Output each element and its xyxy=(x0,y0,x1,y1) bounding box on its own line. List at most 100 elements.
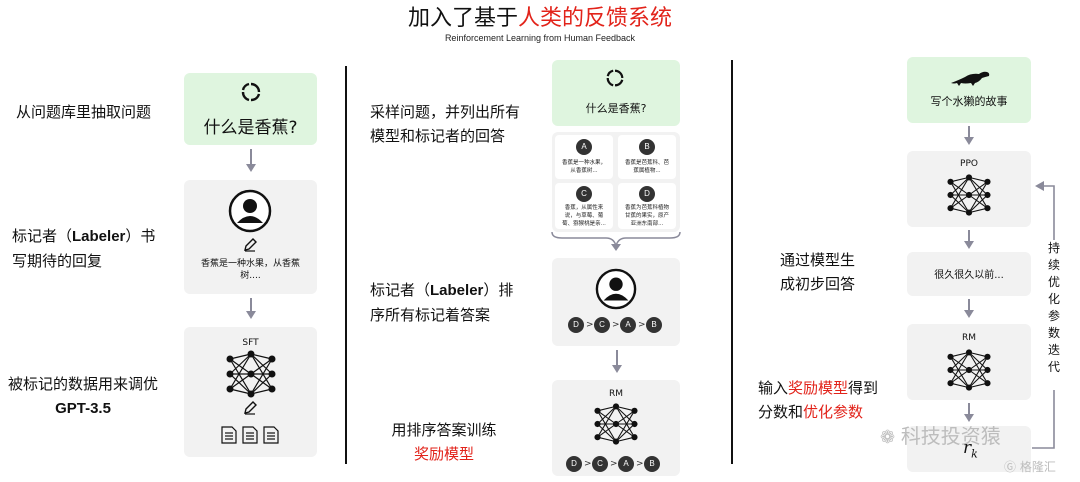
rm-label: RM xyxy=(608,389,624,399)
rank-letter: A xyxy=(620,317,636,333)
loop-char: 优 xyxy=(1047,275,1060,289)
diagram-title: 加入了基于人类的反馈系统 xyxy=(0,6,1080,32)
step1-label-sample: 从问题库里抽取问题 xyxy=(16,103,152,121)
loop-char: 持 xyxy=(1047,241,1060,255)
arrow-head xyxy=(964,137,974,145)
step1-question: 什么是香蕉? xyxy=(203,118,298,138)
step2-question-box: 什么是香蕉? xyxy=(552,60,680,126)
option-letter: A xyxy=(576,139,592,155)
arrow-head xyxy=(246,164,256,172)
step3-answer: 很久很久以前... xyxy=(934,270,1004,281)
option-letter: B xyxy=(639,139,655,155)
rank-gt: > xyxy=(636,459,644,469)
refresh-icon xyxy=(606,69,624,87)
rank-letter: C xyxy=(592,456,608,472)
step3-label-reward: 输入奖励模型得到 分数和优化参数 xyxy=(758,379,879,421)
reward-symbol: rk xyxy=(963,438,978,461)
watermark-secondary: Ⓖ 格隆汇 xyxy=(1004,460,1056,474)
rank-letter: D xyxy=(566,456,582,472)
option-letter: D xyxy=(639,186,655,202)
labeler-avatar-icon xyxy=(595,268,637,310)
arrow-line xyxy=(250,149,252,165)
brand-logo-icon: Ⓖ xyxy=(1004,460,1020,474)
step3-ppo-box: PPO xyxy=(907,151,1031,227)
option-text: 香蕉为芭蕉科植物甘蕉的果实，原产亚洲东南部... xyxy=(624,205,669,227)
loop-char: 迭 xyxy=(1047,343,1060,357)
step1-sft-box: SFT xyxy=(184,327,317,457)
arrow-head xyxy=(964,414,974,422)
step2-ranking-box: D > C > A > B xyxy=(552,258,680,346)
wechat-icon: ❁ xyxy=(880,427,901,448)
diagram-subtitle: Reinforcement Learning from Human Feedba… xyxy=(444,33,636,43)
neural-network-icon xyxy=(226,350,276,398)
option-text: 香蕉是芭蕉科、芭蕉属植物... xyxy=(624,160,669,174)
documents-icon xyxy=(221,426,279,444)
option-card-b: B 香蕉是芭蕉科、芭蕉属植物... xyxy=(618,135,676,179)
arrow-line xyxy=(968,126,970,138)
arrow-line xyxy=(968,299,970,311)
loop-char: 代 xyxy=(1047,360,1060,374)
rank-gt: > xyxy=(612,320,620,330)
loop-char: 数 xyxy=(1047,326,1060,340)
arrow-head xyxy=(612,365,622,373)
step1-label-labeler: 标记者（Labeler）书 写期待的回复 xyxy=(12,227,156,270)
arrow-head xyxy=(964,241,974,249)
rank-letter: D xyxy=(568,317,584,333)
step2-question: 什么是香蕉? xyxy=(585,102,647,115)
step1-question-box: 什么是香蕉? xyxy=(184,73,317,145)
arrow-head xyxy=(246,311,256,319)
step3-label-generate: 通过模型生成初步回答 xyxy=(780,251,856,293)
option-card-d: D 香蕉为芭蕉科植物甘蕉的果实，原产亚洲东南部... xyxy=(618,183,676,229)
ranking-row: D > C > A > B xyxy=(566,456,666,472)
watermark-main: ❁ 科技投资猿 xyxy=(880,424,1001,448)
arrow-line xyxy=(968,403,970,415)
step2-label-train: 用排序答案训练 奖励模型 xyxy=(391,421,497,463)
rank-letter: B xyxy=(644,456,660,472)
rm-label: RM xyxy=(961,333,977,343)
step3-reward-box: rk xyxy=(907,426,1031,472)
option-text: 香蕉，从属性来说，与草莓、葡萄、猕猴桃是亲... xyxy=(562,205,606,227)
step2-label-sample: 采样问题，并列出所有模型和标记者的回答 xyxy=(370,103,521,145)
step1-label-finetune: 被标记的数据用来调优 GPT-3.5 xyxy=(8,375,159,417)
rank-letter: A xyxy=(618,456,634,472)
ppo-label: PPO xyxy=(960,159,978,169)
rank-gt: > xyxy=(586,320,594,330)
step3-answer-box: 很久很久以前... xyxy=(907,252,1031,296)
neural-network-icon xyxy=(947,174,991,216)
option-card-c: C 香蕉，从属性来说，与草莓、葡萄、猕猴桃是亲... xyxy=(555,183,613,229)
step3-rm-box: RM xyxy=(907,324,1031,400)
sft-label: SFT xyxy=(242,338,259,348)
loop-char: 化 xyxy=(1047,292,1060,306)
neural-network-icon xyxy=(947,349,991,391)
brace-arrow xyxy=(551,231,681,251)
option-letter: C xyxy=(576,186,592,202)
labeler-avatar-icon xyxy=(228,189,272,233)
rank-gt: > xyxy=(610,459,618,469)
title-highlight: 人类的反馈系统 xyxy=(518,6,673,31)
title-prefix: 加入了基于 xyxy=(407,6,518,31)
step2-options-box: A 香蕉是一种水果，从香蕉树... B 香蕉是芭蕉科、芭蕉属植物... C 香蕉… xyxy=(552,132,680,232)
loop-label: 持 续 优 化 参 数 迭 代 xyxy=(1045,240,1063,390)
step1-labeler-box: 香蕉是一种水果，从香蕉 树.... xyxy=(184,180,317,294)
step2-label-labeler: 标记者（Labeler）排 序所有标记着答案 xyxy=(370,281,514,324)
step3-prompt: 写个水獭的故事 xyxy=(930,95,1008,108)
arrow-line xyxy=(250,298,252,312)
step1-answer: 香蕉是一种水果，从香蕉 树.... xyxy=(200,259,300,281)
rank-letter: C xyxy=(594,317,610,333)
loop-char: 参 xyxy=(1047,309,1060,323)
option-text: 香蕉是一种水果，从香蕉树... xyxy=(561,160,606,174)
pencil-icon xyxy=(244,238,257,252)
option-card-a: A 香蕉是一种水果，从香蕉树... xyxy=(555,135,613,179)
refresh-icon xyxy=(241,82,261,102)
column-divider-1 xyxy=(345,66,347,464)
column-divider-2 xyxy=(731,60,733,464)
rank-letter: B xyxy=(646,317,662,333)
rank-gt: > xyxy=(584,459,592,469)
arrow-line xyxy=(968,230,970,242)
step3-prompt-box: 写个水獭的故事 xyxy=(907,57,1031,123)
step2-rm-box: RM D > C > A > B xyxy=(552,380,680,476)
ranking-row: D > C > A > B xyxy=(568,317,668,333)
otter-icon xyxy=(951,71,990,86)
loop-char: 续 xyxy=(1047,258,1060,272)
rank-gt: > xyxy=(638,320,646,330)
